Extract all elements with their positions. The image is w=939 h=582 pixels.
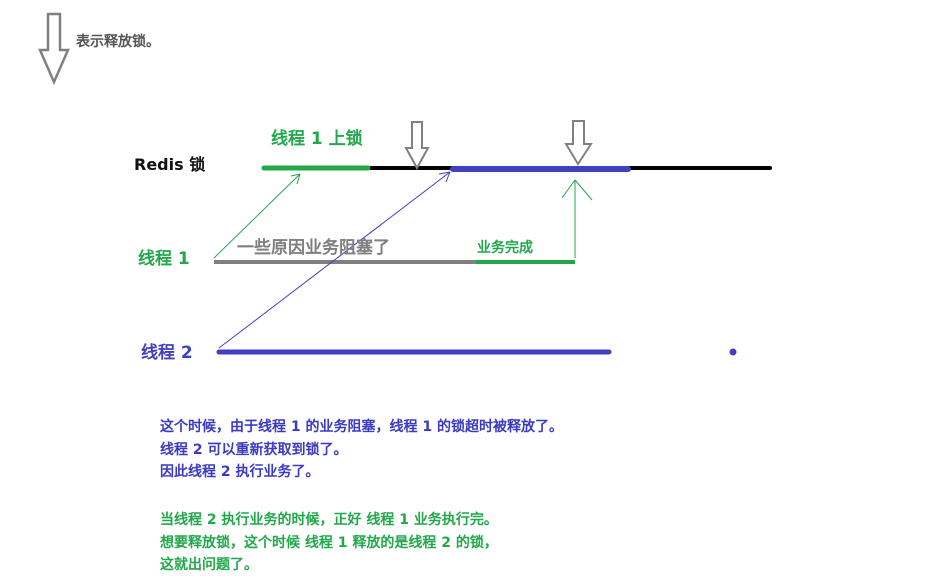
explanation-line: 线程 2 可以重新获取到锁了。 [160,441,348,458]
stray-dot [729,348,737,356]
explanation-blue: 这个时候，由于线程 1 的业务阻塞，线程 1 的锁超时被释放了。 线程 2 可以… [160,416,563,484]
thread1-release-arrow [561,179,593,258]
thread2-label: 线程 2 [141,343,193,363]
explanation-line: 想要释放锁，这个时候 线程 1 释放的是线程 2 的锁， [160,534,498,551]
explanation-green: 当线程 2 执行业务的时候，正好 线程 1 业务执行完。 想要释放锁，这个时候 … [160,509,498,577]
thread1-label: 线程 1 [138,249,190,269]
down-arrow-icon [38,12,70,86]
thread2-acquire-arrow [218,171,451,349]
thread1-lock-label: 线程 1 上锁 [271,129,363,149]
explanation-line: 因此线程 2 执行业务了。 [160,464,320,480]
explanation-line: 当线程 2 执行业务的时候，正好 线程 1 业务执行完。 [160,512,498,528]
legend-text: 表示释放锁。 [76,34,160,50]
thread1-blocked-label: 一些原因业务阻塞了 [237,238,390,258]
thread1-done-label: 业务完成 [477,240,533,256]
thread1-acquire-arrow [213,173,301,259]
release-lock-arrow-icon [564,120,593,166]
redis-lock-label: Redis 锁 [134,155,206,174]
release-lock-arrow-icon [404,121,430,171]
explanation-line: 这就出问题了。 [160,557,258,573]
explanation-line: 这个时候，由于线程 1 的业务阻塞，线程 1 的锁超时被释放了。 [160,419,563,435]
